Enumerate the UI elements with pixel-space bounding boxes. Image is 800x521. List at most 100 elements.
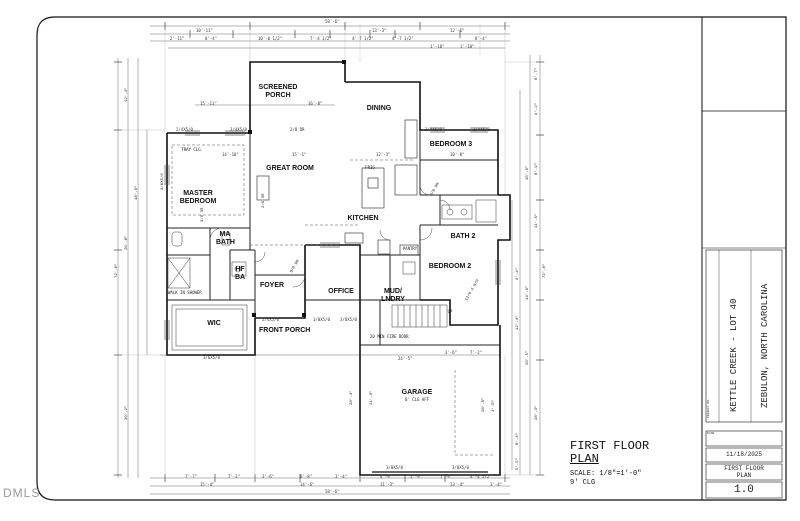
half-bath-line2: BA (234, 274, 246, 281)
screened-porch-line2: PORCH (265, 92, 291, 99)
dim-dining: 12'-3" (376, 152, 391, 157)
dim-left-overall: 72'-6" (115, 263, 119, 278)
dim-top-r3-0: 1'-10" (430, 44, 445, 49)
dim-bot-r1-0: 7'-7" (185, 474, 198, 479)
dim-left-1: 18'-6" (135, 185, 139, 200)
window-tag-5: 2/4X5/0 (262, 317, 279, 322)
dim-bot-r2-4: 3'-4" (490, 482, 503, 487)
window-tag-9: 3/0X5/0 (452, 465, 469, 470)
room-label-master-bath: MA BATH (216, 231, 235, 247)
dim-top-r1-2: 12'-6" (450, 28, 465, 33)
window-tag-7: 3/0X5/0 (340, 317, 357, 322)
dim-right-overall: 72'-6" (543, 263, 547, 278)
tb-sheet-title: FIRST FLOOR PLAN (706, 465, 782, 479)
master-bath-line2: BATH (216, 239, 235, 246)
note-walk-in-shower: WALK IN SHOWER (168, 290, 202, 295)
room-label-bedroom3: BEDROOM 3 (429, 141, 473, 148)
tb-sheet-title-line1: FIRST FLOOR (724, 465, 764, 472)
tb-location: ZEBULON, NORTH CAROLINA (760, 283, 770, 408)
room-label-front-porch: FRONT PORCH (259, 327, 311, 334)
plan-title-line1: FIRST FLOOR (570, 439, 650, 453)
dim-bot-r1-1: 7'-1" (228, 474, 241, 479)
tb-small-label2: PLAN (707, 432, 715, 435)
exterior-walls (166, 61, 511, 476)
kitchen-fixtures (256, 119, 419, 256)
dim-right-3: 11'-5" (535, 213, 539, 228)
stairs (391, 304, 448, 328)
dim-bot-r2-3: 13'-4" (450, 482, 465, 487)
dim-right-2: 8'-9" (535, 162, 539, 175)
sheet-border (36, 16, 787, 501)
dim-bot-r1-6: 5'-9" (410, 474, 423, 479)
bath-fixtures (167, 199, 497, 289)
dim-garage-2: 7'-2" (470, 350, 483, 355)
master-bath-line1: MA (219, 231, 231, 238)
mud-laundry-line1: MUD/ (384, 288, 402, 295)
screened-porch-line1: SCREENED (258, 84, 298, 91)
dim-top-overall: 58'-6" (325, 19, 340, 24)
dim-top-r2-6: 8'-4" (475, 36, 488, 41)
dim-garage-4: 28'-4" (350, 390, 354, 405)
dim-top-r1-0: 10'-11" (196, 28, 213, 33)
window-tag-8: 3/0X5/0 (386, 465, 403, 470)
note-tray-clg: TRAY CLG (181, 147, 201, 152)
note-pantry: PANTRY (402, 246, 418, 251)
dim-right-6: 20'-5" (526, 350, 530, 365)
dim-bot-r1-3: 8'-8" (300, 474, 313, 479)
dim-right-10: 8'-4" (516, 432, 520, 445)
dim-bottom-overall: 58'-6" (325, 489, 340, 494)
tb-sheet-number: 1.0 (734, 484, 754, 496)
note-up: UP (447, 309, 453, 314)
room-label-half-bath: HF BA (233, 266, 247, 282)
dmls-watermark: DMLS (3, 486, 41, 500)
window-tag-2: 3/4X5/0 (425, 127, 442, 132)
dim-top-r2-0: 2'-11" (170, 36, 185, 41)
master-bedroom-line2: BEDROOM (179, 198, 217, 205)
dim-left-0: 12'-4" (125, 87, 129, 102)
dim-bedroom3: 10'-8" (450, 152, 465, 157)
dimension-ticks (114, 22, 544, 482)
porch-posts (248, 60, 346, 317)
dim-right-8: 9'-4" (516, 267, 520, 280)
dim-bot-r1-5: 4'-9" (380, 474, 393, 479)
plan-title: FIRST FLOOR PLAN (570, 440, 649, 466)
dim-bot-r1-2: 3'-6" (262, 474, 275, 479)
door-swings (209, 184, 451, 288)
dashed-lines (171, 144, 495, 456)
room-label-bath2: BATH 2 (450, 233, 476, 240)
dim-bot-r2-0: 15'-4" (200, 482, 215, 487)
dim-left-3: 30'-2" (125, 405, 129, 420)
mud-laundry-line2: LNDRY (381, 296, 405, 303)
window-tag-6: 3/0X5/0 (313, 317, 330, 322)
dim-top-r2-2: 10'-0 1/2" (258, 36, 283, 41)
master-bedroom-line1: MASTER (183, 190, 213, 197)
dim-top-r3-1: 1'-10" (460, 44, 475, 49)
dim-left-2: 26'-8" (125, 235, 129, 250)
dim-right-11: 5'-5" (516, 457, 520, 470)
wic-shelves (171, 304, 248, 351)
room-label-wic: WIC (207, 320, 221, 327)
dim-great-room: 15'-1" (292, 152, 307, 157)
door-tag-0: 2/8 DR (290, 127, 305, 132)
window-tag-4: 3/6X5/0 (161, 173, 165, 190)
dim-porch-0: 15'-11" (200, 101, 217, 106)
window-tag-0: 2/4X5/0 (176, 127, 193, 132)
plan-ceiling: 9' CLG (570, 479, 596, 487)
dim-right-4: 15'-0" (526, 165, 530, 180)
door-tag-2: 2/6 DR (262, 193, 266, 208)
dim-master: 14'-10" (222, 152, 239, 157)
dim-top-r2-1: 8'-4" (205, 36, 218, 41)
dim-garage-5: 28'-8" (482, 397, 486, 412)
dim-right-7: 28'-3" (535, 405, 539, 420)
dim-garage-0: 24'-5" (398, 356, 413, 361)
dim-bot-r1-8: 4'-4 1/2" (470, 474, 492, 479)
window-tag-3: 2/4X5/0 (473, 127, 490, 132)
dim-top-r2-4: 4'-7 1/2" (352, 36, 374, 41)
note-fire-door: 20 MIN FIRE DOOR (370, 334, 409, 339)
tb-sheet-title-line2: PLAN (736, 472, 752, 479)
plan-title-line2: PLAN (570, 452, 599, 466)
window-tag-10: 3/6X5/0 (203, 355, 220, 360)
windows (164, 127, 501, 340)
